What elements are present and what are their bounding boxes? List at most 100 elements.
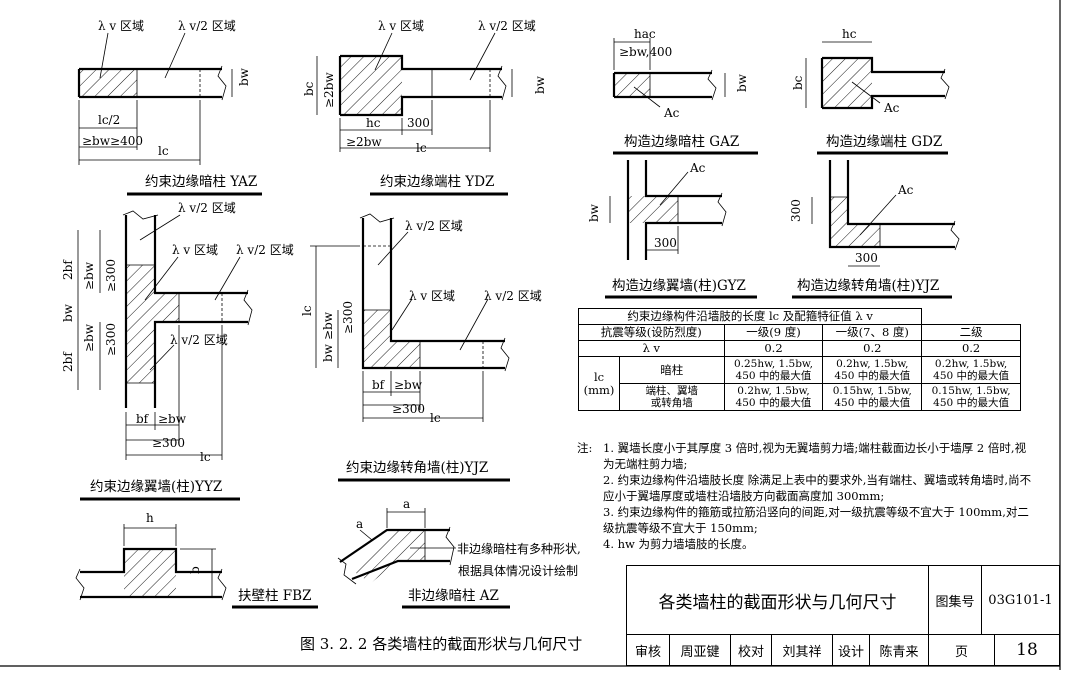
check-label: 校对 [730,634,772,666]
fbz-b-label: b [188,566,202,574]
ydz-hc-label: hc [366,116,381,130]
yyz-bw-h-label: ≥bw [158,412,187,426]
figure-yyz: λ v/2 区域 λ v 区域 λ v/2 区域 λ v/2 区域 2bf ≥b… [61,201,294,501]
design-label: 设计 [832,634,870,666]
gjz-300h-label: 300 [855,251,878,265]
gyz-hatched-zone [628,196,678,223]
figure-ydz: λ v 区域 λ v/2 区域 bc ≥2bw bw hc 300 ≥2bw l… [302,19,547,196]
yjz-bw-label: bw [321,343,335,362]
gaz-hatched-zone [614,73,650,97]
fbz-hatched-zone [124,549,176,597]
gdz-caption: 构造边缘端柱 GDZ [826,134,942,150]
yyz-300-h-label: ≥300 [152,436,185,450]
yyz-300-bot-label: ≥300 [104,323,118,356]
table-dz-val-2: 0.15hw, 1.5bw,450 中的最大值 [822,383,923,411]
yyz-hatched-web [155,293,179,322]
table-az-val-3: 0.2hw, 1.5bw,450 中的最大值 [921,356,1021,384]
notes: 注:1. 翼墙长度小于其厚度 3 倍时,视为无翼墙剪力墙;端柱截面边长小于墙厚 … [577,440,1037,552]
ydz-hatched-zone [340,56,402,115]
page-label: 页 [928,634,995,666]
reviewer-name: 周亚键 [669,634,731,666]
ydz-lv2-zone-label: λ v/2 区域 [478,19,536,33]
parameter-table: 约束边缘构件沿墙肢的长度 lc 及配箍特征值 λ v 抗震等级(设防烈度) 一级… [577,308,1021,411]
yjz-bw-h-label: ≥bw [394,378,423,392]
yjz-lv2-top-label: λ v/2 区域 [405,219,463,233]
yaz-lv2-zone-label: λ v/2 区域 [178,19,236,33]
table-lv-val-2: 0.2 [822,340,923,357]
table-lc-label: lc [593,369,605,384]
az-caption: 非边缘暗柱 AZ [408,588,499,604]
note-3: 3. 约束边缘构件的箍筋或拉筋沿竖向的间距,对一级抗震等级不宜大于 100mm,… [603,505,1029,535]
gaz-bw-label: bw [735,73,749,92]
yaz-lc-label: lc [158,144,169,158]
yaz-lv-zone-label: λ v 区域 [98,19,144,33]
gaz-ac-label: Ac [663,106,680,120]
gyz-ac-label: Ac [689,161,706,175]
atlas-number: 03G101-1 [981,565,1060,635]
gaz-hac-label: hac [634,27,656,41]
yyz-caption: 约束边缘翼墙(柱)YYZ [90,479,222,495]
table-az-val-1: 0.25hw, 1.5bw,450 中的最大值 [723,356,824,384]
yjz-300-h-label: ≥300 [392,402,425,416]
table-header-col2: 一级(7、8 度) [822,324,923,341]
notes-label: 注: [577,441,593,455]
gyz-caption: 构造边缘翼墙(柱)GYZ [612,278,746,294]
table-dz-val-3: 0.15hw, 1.5bw,450 中的最大值 [921,383,1021,411]
yyz-lv-label: λ v 区域 [172,243,218,257]
gjz-hatched-zone [830,197,880,247]
gdz-bc-label: bc [791,75,805,90]
yyz-2bf-top-label: 2bf [61,259,75,280]
yjz-bw-cond-label: ≥bw [321,311,335,340]
ydz-bw-label: bw [533,75,547,94]
yyz-bw-left-label: bw [61,303,75,322]
page-number: 18 [994,634,1060,666]
yaz-lc2-label: lc/2 [98,113,120,127]
yaz-hatched-zone [79,69,137,97]
table-row-dz: 端柱、翼墙或转角墙 [619,383,725,411]
table-lc-unit: (mm) [583,382,615,397]
yaz-bw-label: bw [237,67,251,86]
figure-yjz: λ v/2 区域 λ v 区域 λ v/2 区域 lc ≥bw ≥300 bw … [300,213,542,482]
title-block: 各类墙柱的截面形状与几何尺寸 图集号 03G101-1 审核 周亚键 校对 刘其… [626,565,1060,666]
yjz-300-label: ≥300 [341,301,355,334]
az-note1: 非边缘暗柱有多种形状, [457,541,581,556]
table-header-col1: 一级(9 度) [723,324,824,341]
ydz-lc-label: lc [416,141,427,155]
table-lv-val-1: 0.2 [723,340,824,357]
yaz-cond-label: ≥bw≥400 [82,134,143,148]
atlas-label: 图集号 [928,565,982,635]
table-az-val-2: 0.2hw, 1.5bw,450 中的最大值 [822,356,923,384]
gjz-300v-label: 300 [789,199,803,222]
table-header-grade: 抗震等级(设防烈度) [578,324,725,341]
figure-gaz: hac ≥bw,400 bw Ac 构造边缘暗柱 GAZ [612,27,758,155]
note-4: 4. hw 为剪力墙墙肢的长度。 [603,537,754,551]
yjz-caption: 约束边缘转角墙(柱)YJZ [346,460,488,476]
yyz-300-top-label: ≥300 [104,259,118,292]
yyz-bf-label: bf [136,412,150,426]
checker-name: 刘其祥 [771,634,833,666]
table-title: 约束边缘构件沿墙肢的长度 lc 及配箍特征值 λ v [577,308,923,325]
az-a1-label: a [403,497,410,511]
figure-gyz: Ac bw 300 构造边缘翼墙(柱)GYZ [587,160,757,299]
gjz-caption: 构造边缘转角墙(柱)YJZ [797,278,939,294]
ydz-300-label: 300 [407,116,430,130]
table-dz-val-1: 0.2hw, 1.5bw,450 中的最大值 [723,383,824,411]
gyz-bw-label: bw [587,203,601,222]
table-header-col3: 二级 [921,324,1021,341]
ydz-caption: 约束边缘端柱 YDZ [380,174,494,190]
gaz-caption: 构造边缘暗柱 GAZ [624,134,739,150]
gaz-cond-label: ≥bw,400 [619,45,672,59]
gyz-300-label: 300 [654,236,677,250]
figure-caption: 图 3. 2. 2 各类墙柱的截面形状与几何尺寸 [300,635,583,653]
note-2: 2. 约束边缘构件沿墙肢长度 除满足上表中的要求外,当有端柱、翼墙或转角墙时,尚… [603,473,1032,503]
yjz-lc-h-label: lc [430,411,441,425]
table-row-az: 暗柱 [619,356,725,384]
yjz-bf-label: bf [372,378,386,392]
yjz-lc-label: lc [300,305,314,316]
yyz-bw-bot-label: ≥bw [82,323,96,352]
drawing-title: 各类墙柱的截面形状与几何尺寸 [626,565,929,635]
yyz-lc-label: lc [200,450,211,464]
figure-gdz: hc bc Ac 构造边缘端柱 GDZ [791,27,950,155]
designer-name: 陈青来 [869,634,929,666]
